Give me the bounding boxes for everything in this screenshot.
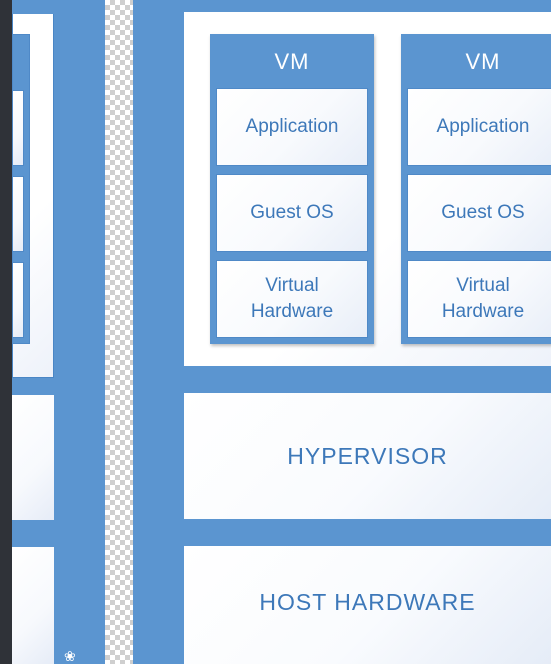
layer-virtual-hardware: Virtual Hardware (216, 260, 368, 338)
layer-virtual-hardware: Virtual Hardware (407, 260, 551, 338)
layer-guest-os: Guest OS (216, 174, 368, 252)
vm-box-2: VM Application Guest OS Virtual Hardware (401, 34, 551, 344)
window-edge (0, 0, 12, 664)
left-host-hardware-band (12, 547, 54, 664)
host-hardware-label: HOST HARDWARE (259, 588, 476, 615)
left-layer-guest-os (12, 176, 24, 252)
left-layer-virtual-hardware (12, 262, 24, 338)
left-layer-application (12, 90, 24, 166)
transparency-gap (105, 0, 133, 664)
host-hardware-band: HOST HARDWARE (184, 546, 551, 664)
hypervisor-band: HYPERVISOR (184, 393, 551, 519)
hypervisor-label: HYPERVISOR (287, 442, 448, 469)
vm-title: VM (274, 49, 310, 74)
layer-guest-os: Guest OS (407, 174, 551, 252)
left-hypervisor-band (12, 395, 54, 520)
paw-icon: ❀ (64, 648, 76, 664)
layer-application: Application (407, 88, 551, 166)
vm-box-1: VM Application Guest OS Virtual Hardware (210, 34, 374, 344)
layer-application: Application (216, 88, 368, 166)
vm-title: VM (465, 49, 501, 74)
